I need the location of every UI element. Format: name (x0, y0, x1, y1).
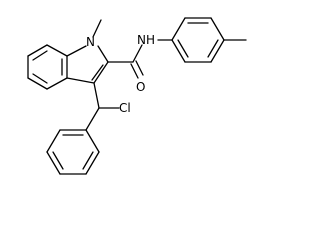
p-tolyl-ring (157, 17, 247, 63)
bond (93, 82, 100, 109)
bond (46, 151, 61, 175)
bond (85, 107, 100, 131)
bond (93, 61, 109, 84)
double-bond-inner (52, 151, 64, 170)
bond (85, 129, 100, 153)
bond (132, 44, 143, 63)
atom-label-nh: NH (137, 33, 155, 47)
bond (66, 45, 87, 57)
phenyl-ring (46, 129, 100, 175)
bond (27, 77, 48, 90)
bond (46, 77, 68, 90)
double-bond-inner (91, 64, 104, 81)
chloro-benzyl-group (85, 82, 120, 131)
double-bond-inner (207, 39, 219, 58)
bond (27, 44, 48, 57)
atom-label-n1: N (86, 35, 95, 49)
bond (97, 45, 109, 63)
bond (46, 129, 61, 153)
indole-pyrrole-ring (66, 45, 109, 84)
bond (210, 17, 225, 41)
double-bond-inner (177, 39, 189, 58)
bond (46, 44, 68, 57)
double-bond-inner (32, 73, 48, 84)
bond (210, 39, 225, 63)
bond (85, 151, 100, 175)
bond (171, 39, 186, 63)
molecule-structure-diagram: N NH O Cl (27, 17, 247, 175)
double-bond-inner (82, 151, 94, 170)
atom-label-cl: Cl (119, 101, 131, 115)
n-methyl-bond (92, 19, 102, 38)
indole-benzene-ring (27, 44, 68, 90)
double-bond-inner (32, 50, 48, 61)
carboxamide-group (107, 44, 144, 79)
atom-label-o: O (136, 80, 145, 94)
bond (171, 17, 186, 41)
co-double-bond (130, 63, 139, 79)
bond (66, 77, 95, 84)
co-double-bond (135, 60, 144, 76)
